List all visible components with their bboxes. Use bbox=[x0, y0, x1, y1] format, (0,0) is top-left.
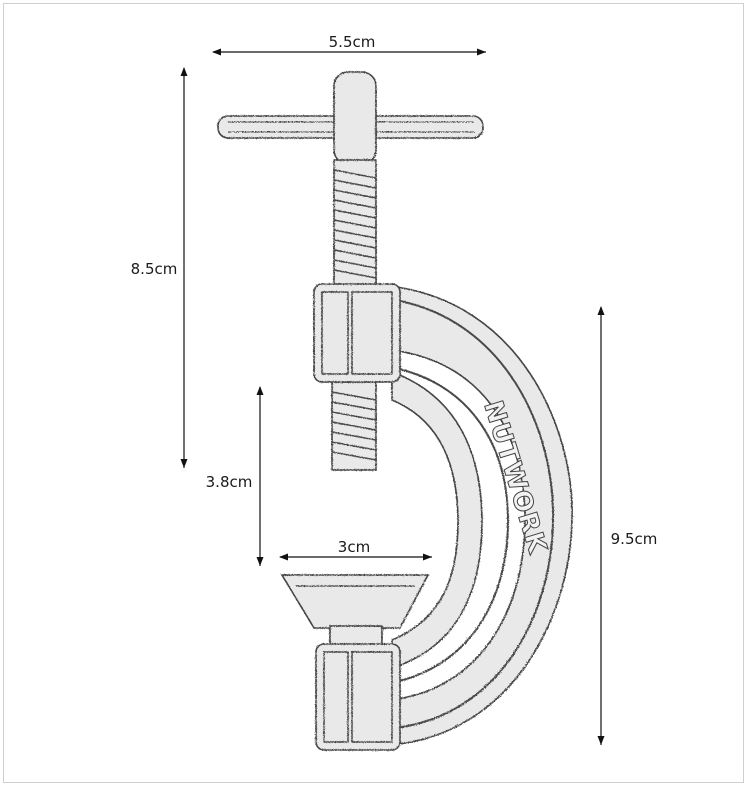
swivel-pad bbox=[280, 574, 430, 629]
dimension-pad-width: 3cm bbox=[279, 538, 432, 561]
screw-head bbox=[333, 71, 377, 165]
bottom-face-left bbox=[323, 651, 349, 743]
screw-thread-upper bbox=[333, 159, 377, 289]
c-frame-ridge-inner bbox=[394, 367, 509, 683]
dimension-total-height: 9.5cm bbox=[597, 306, 658, 745]
label-pad-width: 3cm bbox=[338, 538, 370, 556]
screw-housing-block bbox=[313, 283, 401, 383]
bottom-block bbox=[315, 643, 401, 751]
g-clamp-illustration bbox=[217, 71, 573, 751]
c-frame-inner-channel bbox=[391, 370, 483, 670]
dimension-screw-height: 8.5cm bbox=[131, 67, 188, 468]
bottom-face-right bbox=[351, 651, 393, 743]
label-screw-height: 8.5cm bbox=[131, 260, 178, 278]
dimension-top-width: 5.5cm bbox=[212, 33, 486, 56]
label-total-height: 9.5cm bbox=[611, 530, 658, 548]
dimension-opening: 3.8cm bbox=[206, 386, 264, 566]
housing-face-right bbox=[351, 291, 393, 375]
label-top-width: 5.5cm bbox=[329, 33, 376, 51]
c-frame-ridge-outer bbox=[394, 299, 555, 729]
screw-thread-lower bbox=[331, 381, 377, 471]
housing-face-left bbox=[321, 291, 349, 375]
label-opening: 3.8cm bbox=[206, 473, 253, 491]
